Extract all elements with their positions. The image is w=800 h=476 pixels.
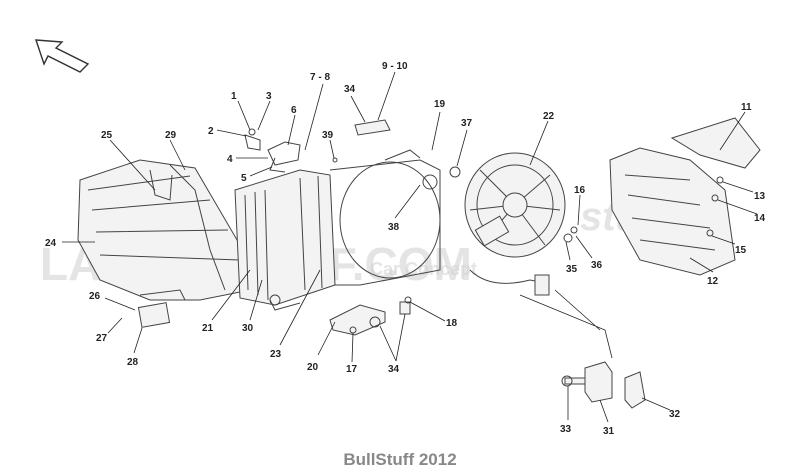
right-air-duct [609,117,761,276]
small-hardware [329,226,578,336]
part-label: 32 [669,409,681,420]
part-label: 3 [266,91,272,102]
part-labels: 1 2 3 4 5 6 7 - 8 9 - 10 11 12 13 14 15 … [45,61,766,437]
part-label: 25 [101,130,113,141]
part-label: 38 [388,222,400,233]
part-label: 31 [603,426,615,437]
part-label: 7 - 8 [310,72,330,83]
part-label: 11 [741,102,752,113]
part-label: 33 [560,424,572,435]
part-label: 35 [566,264,578,275]
leader-lines [62,71,758,423]
part-label: 5 [241,173,247,184]
footer-copyright: BullStuff 2012 [343,450,457,469]
upper-brackets [244,119,421,173]
part-label: 17 [346,364,358,375]
part-label: 37 [461,118,473,129]
part-label: 4 [227,154,233,165]
part-label: 34 [344,84,356,95]
part-label: 22 [543,111,555,122]
sensor-assembly [519,289,646,409]
part-label: 14 [754,213,766,224]
part-label: 24 [45,238,57,249]
orientation-arrow-icon [35,39,90,73]
part-label: 2 [208,126,214,137]
part-label: 16 [574,185,586,196]
left-air-duct [77,159,251,328]
part-label: 20 [307,362,319,373]
part-label: 23 [270,349,282,360]
part-label: 30 [242,323,254,334]
part-label: 18 [446,318,458,329]
part-label: 19 [434,99,446,110]
part-label: 29 [165,130,177,141]
radiator-frame [234,159,441,311]
part-label: 21 [202,323,214,334]
part-label: 9 - 10 [382,61,408,72]
part-label: 28 [127,357,139,368]
part-label: 26 [89,291,101,302]
part-label: 12 [707,276,719,287]
part-label: 27 [96,333,108,344]
cooling-fan [422,152,566,296]
part-label: 1 [231,91,237,102]
part-label: 34 [388,364,400,375]
part-label: 6 [291,105,297,116]
watermark-subtext: Car Concept [370,259,477,279]
part-label: 39 [322,130,334,141]
part-label: 36 [591,260,603,271]
part-label: 15 [735,245,747,256]
part-label: 13 [754,191,766,202]
